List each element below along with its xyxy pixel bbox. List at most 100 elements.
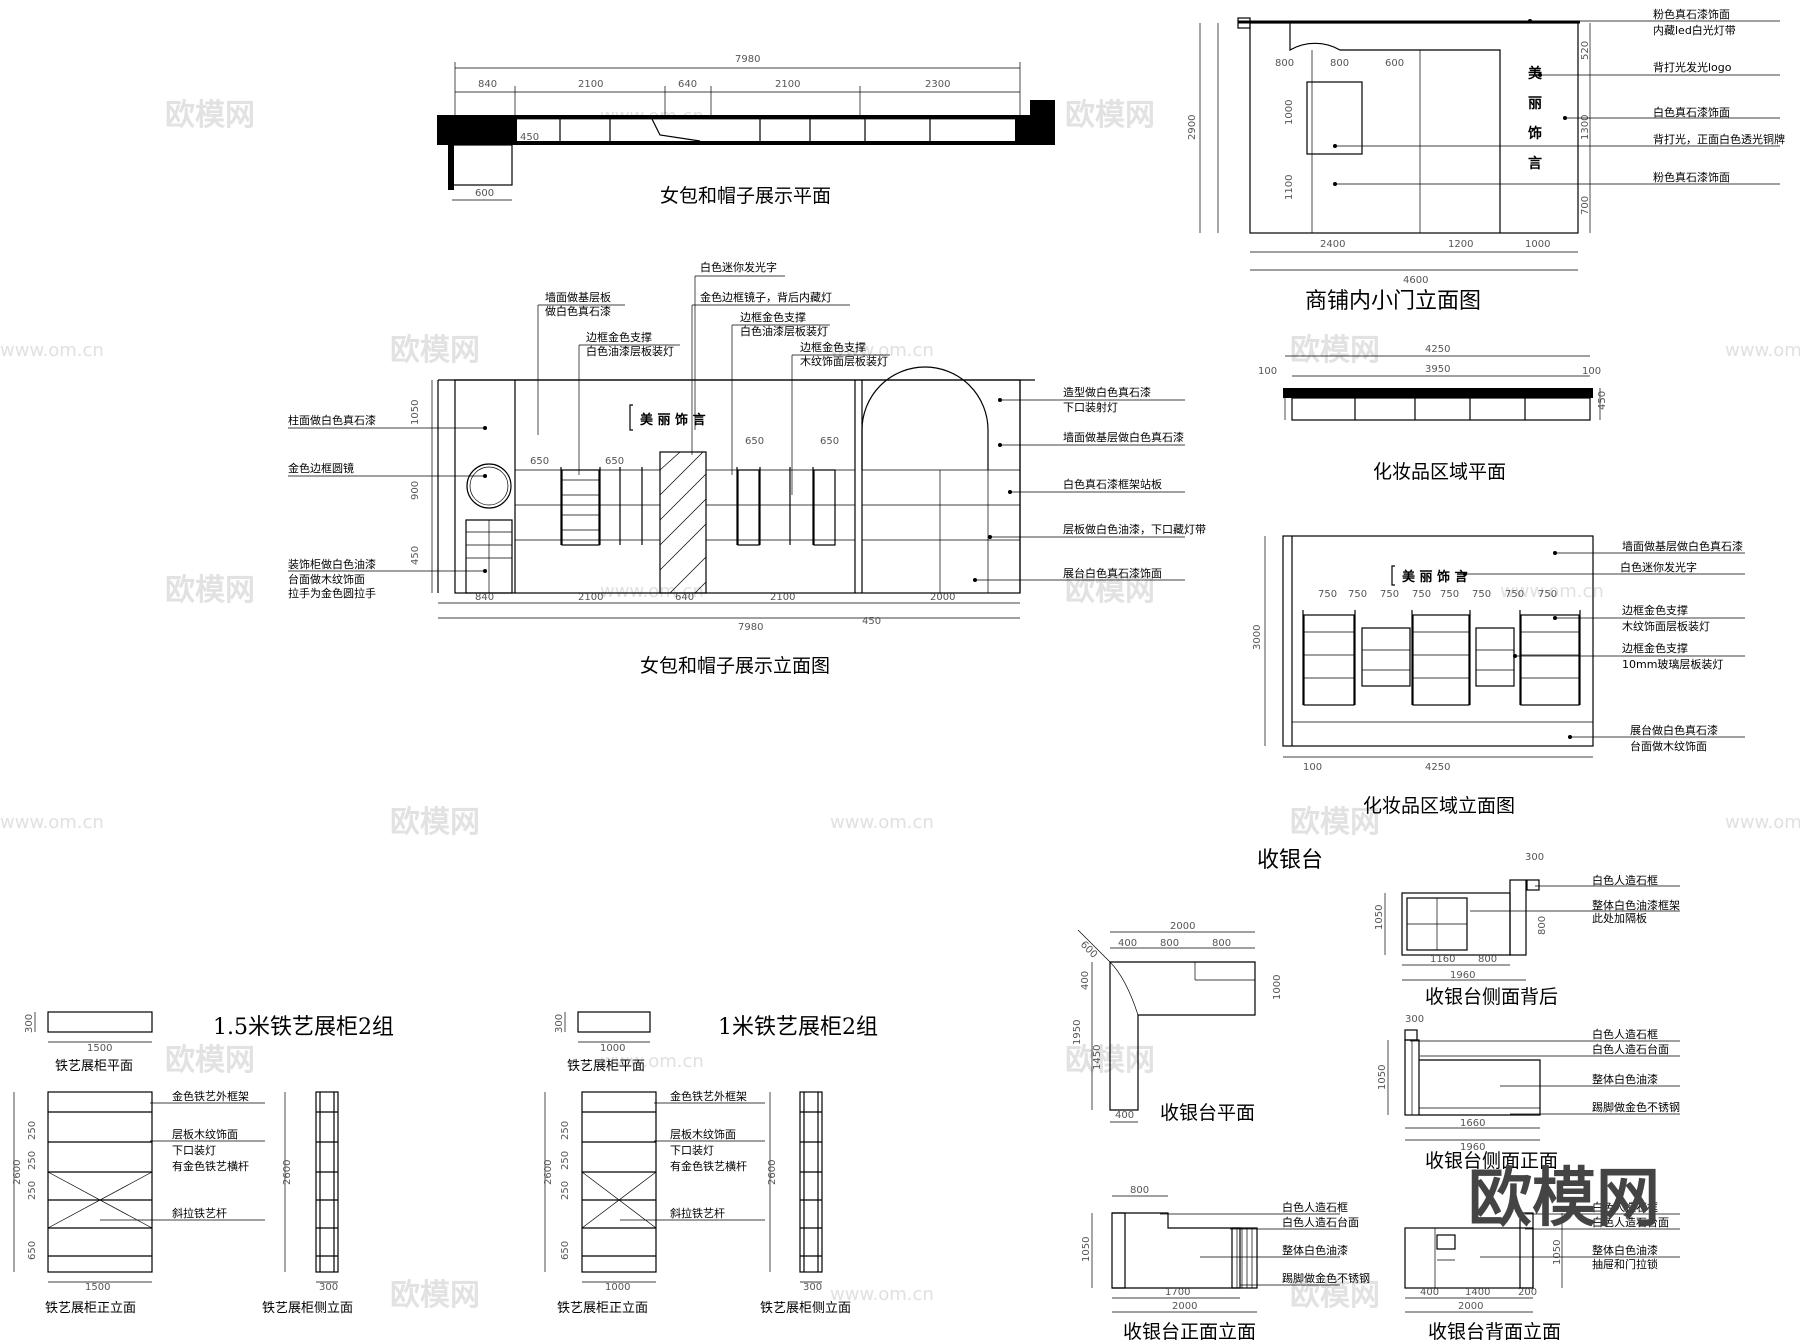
annotation: 踢脚做金色不锈钢 — [1592, 1100, 1680, 1114]
dim-label: 1050 — [1552, 1240, 1563, 1265]
dim-label: 2100 — [578, 592, 603, 603]
annotation: 金色边框圆镜 — [288, 461, 354, 475]
annotation: 白色人造石台面 — [1592, 1215, 1669, 1229]
cashier-back: 400 1400 200 2000 1050 白色人造石框 白色人造石台面 整体… — [1404, 1200, 1680, 1343]
annotation: 白色人造石台面 — [1592, 1042, 1669, 1056]
annotation: 墙面做基层做白色真石漆 — [1063, 430, 1184, 444]
arch-display — [861, 366, 1020, 593]
door-logo-vertical: 美 丽 饰 言 — [1528, 65, 1543, 172]
dim-label: 450 — [410, 546, 421, 565]
annotation: 白色人造石框 — [1592, 1027, 1658, 1041]
watermark-url: www.om.cn — [1725, 812, 1800, 833]
rack-1000-annotations: 金色铁艺外框架 层板木纹饰面 下口装灯 有金色铁艺横杆 斜拉铁艺杆 — [620, 1089, 765, 1221]
dim-label: 1950 — [1072, 1020, 1083, 1045]
watermark-brand: 欧模网 — [1290, 1278, 1380, 1313]
dim-label: 2600 — [12, 1160, 23, 1185]
cashier-back-title: 收银台背面立面 — [1428, 1321, 1561, 1343]
annotation: 背打光，正面白色透光铜牌 — [1653, 132, 1785, 146]
cosmetics-shelf-row — [1302, 610, 1581, 706]
annotation: 层板木纹饰面 — [172, 1127, 238, 1141]
dim-label: 2000 — [1172, 1301, 1197, 1312]
dim-label: 1000 — [600, 1043, 625, 1054]
rack-plan-title: 铁艺展柜平面 — [567, 1059, 645, 1074]
dim-label: 900 — [410, 481, 421, 500]
annotation: 拉手为金色圆拉手 — [288, 586, 376, 600]
dim-label: 1000 — [1284, 100, 1295, 125]
dim-label: 1050 — [1374, 905, 1385, 930]
cashier-title: 收银台 — [1257, 848, 1323, 873]
annotation: 边框金色支撑 — [1622, 641, 1688, 655]
dim-label: 750 — [1440, 589, 1459, 600]
annotation: 墙面做基层板 — [545, 290, 611, 304]
cashier-plan-title: 收银台平面 — [1160, 1102, 1255, 1124]
annotation: 金色铁艺外框架 — [172, 1089, 249, 1103]
dim-label: 100 — [1258, 366, 1277, 377]
annotation: 斜拉铁艺杆 — [172, 1206, 227, 1220]
dim-label: 1300 — [1580, 115, 1591, 140]
watermark-layer: 欧模网 www.om.cn 欧模网 欧模网 www.om.cn www.om.c… — [0, 98, 1800, 1313]
annotation: 整体白色油漆 — [1592, 1072, 1658, 1086]
dim-label: 800 — [1537, 916, 1548, 935]
dim-label: 1160 — [1430, 954, 1455, 965]
dim-label: 450 — [520, 132, 539, 143]
cosmetics-elevation: 美 丽 饰 言 750 — [1252, 535, 1745, 817]
dim-label: 750 — [1348, 589, 1367, 600]
dim-label: 640 — [678, 79, 697, 90]
dim-label: 250 — [27, 1121, 38, 1140]
dim-label: 1660 — [1460, 1118, 1485, 1129]
annotation: 有金色铁艺横杆 — [172, 1159, 249, 1173]
shop-door-elevation: 美 丽 饰 言 2400 1200 1000 4600 800 800 600 … — [1187, 7, 1785, 314]
dim-label: 840 — [478, 79, 497, 90]
dim-label: 1500 — [87, 1043, 112, 1054]
annotation: 踢脚做金色不锈钢 — [1282, 1271, 1370, 1285]
dim-label: 1960 — [1460, 1142, 1485, 1153]
dim-label: 750 — [1472, 589, 1491, 600]
left-shelf-unit — [515, 467, 660, 546]
rack-front-title: 铁艺展柜正立面 — [557, 1301, 648, 1316]
annotation: 此处加隔板 — [1592, 911, 1647, 925]
dim-label: 650 — [745, 436, 764, 447]
dim-label: 1200 — [1448, 239, 1473, 250]
dim-label: 800 — [1212, 938, 1231, 949]
dim-label: 2100 — [578, 79, 603, 90]
watermark-brand: 欧模网 — [165, 98, 255, 133]
dim-label: 1050 — [1081, 1237, 1092, 1262]
logo-char: 丽 — [1528, 96, 1542, 112]
annotation: 内藏led白光灯带 — [1653, 23, 1736, 37]
cashier-side-back-title: 收银台侧面背后 — [1425, 986, 1558, 1008]
dim-label: 300 — [1405, 1014, 1424, 1025]
annotation: 金色边框镜子，背后内藏灯 — [700, 290, 832, 304]
dim-label: 1050 — [410, 400, 421, 425]
dim-label: 1400 — [1465, 1287, 1490, 1298]
dim-label: 800 — [1330, 58, 1349, 69]
annotation: 边框金色支撑 — [586, 330, 652, 344]
annotation: 白色人造石框 — [1592, 873, 1658, 887]
mirror-panel — [659, 451, 707, 594]
cashier-front-title: 收银台正面立面 — [1123, 1321, 1256, 1343]
annotation: 整体白色油漆框架 — [1592, 898, 1680, 912]
annotation: 白色人造石台面 — [1282, 1215, 1359, 1229]
annotation: 做白色真石漆 — [545, 304, 611, 318]
rack-1500-side: 2600 300 — [282, 1091, 339, 1293]
watermark-url: www.om.cn — [1725, 340, 1800, 361]
dim-label: 2900 — [1187, 115, 1198, 140]
annotation: 斜拉铁艺杆 — [670, 1206, 725, 1220]
annotation: 展台白色真石漆饰面 — [1063, 566, 1162, 580]
door-elevation-title: 商铺内小门立面图 — [1305, 289, 1481, 314]
watermark-brand: 欧模网 — [390, 333, 480, 368]
dim-label: 7980 — [735, 54, 760, 65]
dim-label: 2000 — [1170, 921, 1195, 932]
dim-label: 100 — [1582, 366, 1601, 377]
dim-label: 520 — [1580, 41, 1591, 60]
dim-label: 650 — [605, 456, 624, 467]
cashier-plan: 2000 400 800 800 600 400 1950 1450 1000 … — [1072, 921, 1283, 1124]
top-annotations: 白色迷你发光字 墙面做基层板 做白色真石漆 金色边框镜子，背后内藏灯 边框金色支… — [537, 260, 890, 495]
annotation: 白色人造石框 — [1592, 1200, 1658, 1214]
logo-char: 饰 — [1528, 125, 1542, 142]
annotation: 白色迷你发光字 — [700, 260, 777, 274]
dim-label: 1050 — [1377, 1065, 1388, 1090]
rack-plan-title: 铁艺展柜平面 — [55, 1059, 133, 1074]
annotation: 背打光发光logo — [1653, 60, 1732, 74]
annotation: 墙面做基层做白色真石漆 — [1622, 539, 1743, 553]
dim-label: 400 — [1115, 1110, 1134, 1121]
